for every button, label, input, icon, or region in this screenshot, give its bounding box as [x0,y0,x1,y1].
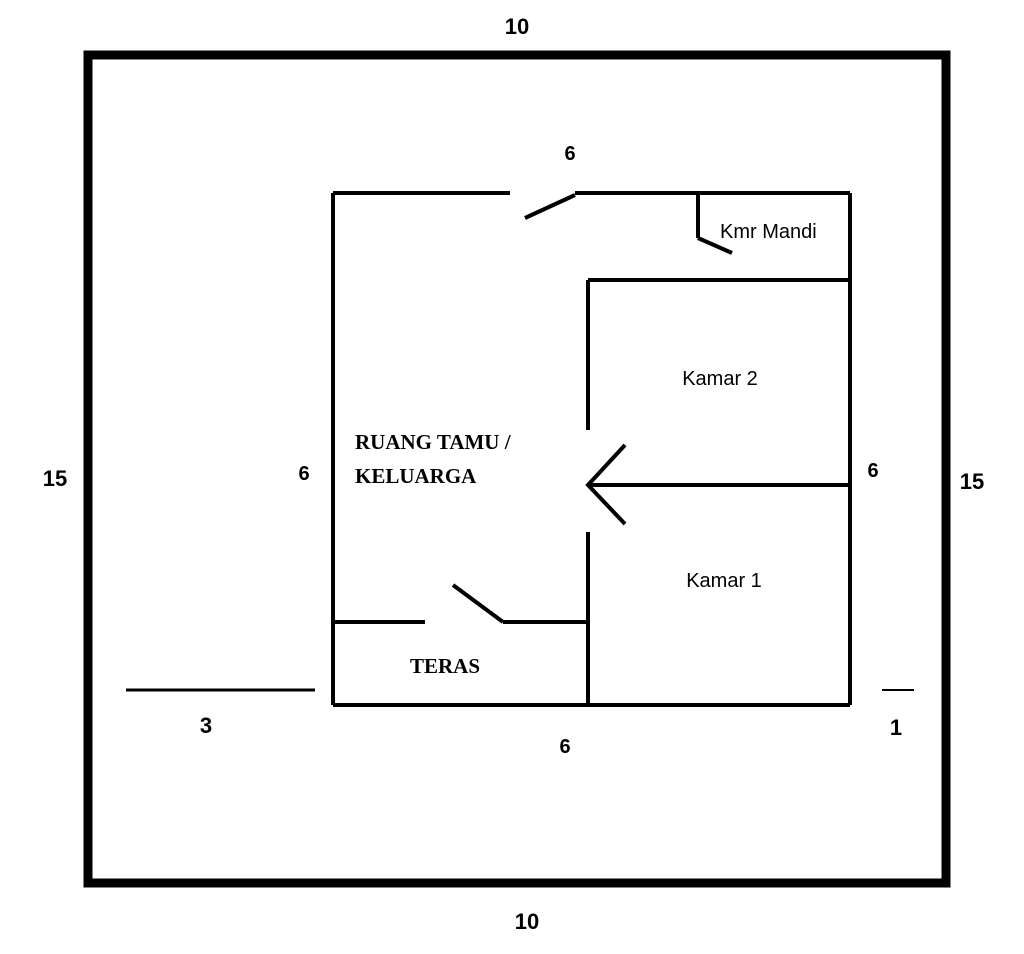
room-ruang-tamu-line2: KELUARGA [355,464,477,488]
plot-bottom-width: 10 [515,909,539,934]
house-top-width: 6 [564,143,575,165]
house-left-length: 6 [298,463,309,485]
plot-left-length: 15 [43,466,67,491]
right-setback-label: 1 [890,715,902,740]
left-setback-label: 3 [200,713,212,738]
room-ruang-tamu-line1: RUANG TAMU / [355,430,512,454]
bedroom-door-arrow [585,443,627,526]
bathroom-door-swing [697,236,733,255]
room-kmr-mandi: Kmr Mandi [720,221,817,243]
teras-door-swing [451,583,505,624]
house-right-length: 6 [867,460,878,482]
room-kamar-1: Kamar 1 [686,570,762,592]
house-bottom-width: 6 [559,736,570,758]
room-teras: TERAS [410,654,480,678]
interior-walls [333,193,850,705]
plot-boundary [83,50,951,888]
doors [451,193,733,624]
front-door-swing [524,193,576,220]
plot-right-length: 15 [960,469,984,494]
room-kamar-2: Kamar 2 [682,368,758,390]
plot-top-width: 10 [505,14,529,39]
